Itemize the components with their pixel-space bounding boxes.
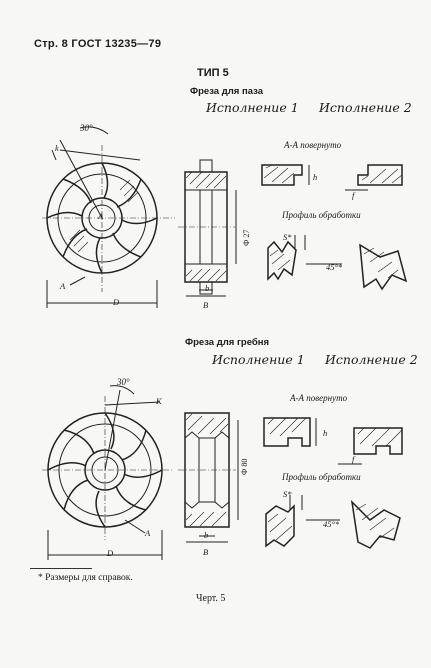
section2-title: Фреза для гребня [185, 337, 270, 348]
footnote: * Размеры для справок. [38, 573, 133, 583]
section1-label-A: A [60, 281, 66, 291]
section2-profile-label: Профиль обработки [282, 472, 361, 482]
section2-label-k: K [156, 396, 162, 406]
section1-label-b: b [205, 283, 210, 293]
section1-section-a-a [261, 164, 403, 191]
page-header: Стр. 8 ГОСТ 13235—79 [34, 38, 162, 50]
section1-label-B: B [203, 300, 209, 310]
section2-label-s: S* [283, 489, 292, 499]
section2-label-deg: 45°* [323, 519, 340, 529]
section1-version-1: Исполнение 1 [206, 100, 299, 115]
section1-section-label: А-А повернуто [284, 140, 342, 150]
section2-label-A: A [145, 528, 151, 538]
section1-angle: 30° [80, 123, 93, 133]
section1-label-deg: 45°* [326, 262, 343, 272]
section2-label-b: b [204, 530, 209, 540]
figure-caption: Черт. 5 [196, 593, 226, 604]
section2-processing-profile [265, 495, 401, 549]
type-title: ТИП 5 [197, 67, 229, 79]
section2-label-h: h [323, 428, 328, 438]
section2-label-f: f [352, 454, 355, 464]
section1-processing-profile [267, 235, 408, 291]
section1-title: Фреза для паза [190, 86, 263, 97]
section2-section-a-a [263, 417, 403, 465]
section1-label-D: D [113, 297, 120, 307]
section2-version-2: Исполнение 2 [325, 352, 418, 367]
section1-label-k: k [55, 143, 59, 153]
section2-section-label: А-А повернуто [290, 393, 348, 403]
section2-version-1: Исполнение 1 [212, 352, 305, 367]
section1-profile-label: Профиль обработки [282, 210, 361, 220]
section1-label-s: S* [283, 232, 292, 242]
section2-angle: 30° [117, 377, 130, 387]
section2-cutter-front-view [42, 385, 172, 560]
section1-version-2: Исполнение 2 [319, 100, 412, 115]
section2-label-B: B [203, 547, 209, 557]
footnote-rule [30, 568, 92, 569]
section1-label-h: h [313, 172, 318, 182]
section1-label-f: f [352, 190, 355, 200]
section1-cutter-side-view [178, 159, 237, 297]
section1-cutter-front-view [42, 126, 175, 308]
section2-cutter-side-view [178, 412, 239, 543]
section2-label-D: D [107, 548, 114, 558]
